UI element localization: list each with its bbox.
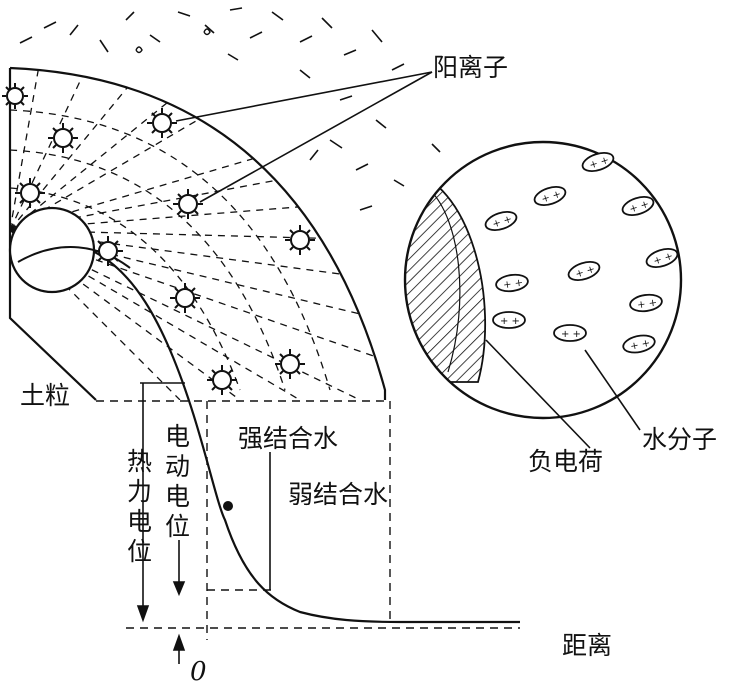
svg-text:+ +: + + (561, 329, 581, 340)
free-water-dashes (19, 7, 441, 211)
cation-label: 阳离子 (433, 53, 508, 82)
water-molecule-label: 水分子 (642, 425, 717, 454)
thermodynamic-potential-label: 热 力 电 位 (127, 447, 160, 566)
potential-point (223, 501, 233, 511)
cation-markers (2, 83, 315, 395)
water-molecules: + + + + + + + + + + + + + + + + + + + + … (484, 152, 679, 354)
soil-particle-label: 土粒 (20, 381, 70, 410)
distance-label: 距离 (562, 631, 612, 660)
magnified-view: + + + + + + + + + + + + + + + + + + + + … (403, 140, 683, 449)
svg-text:+ +: + + (500, 316, 520, 327)
soil-grain-circle (8, 206, 96, 294)
negative-charge-label: 负电荷 (528, 447, 603, 476)
origin-label: 0 (190, 657, 207, 684)
potential-arrows (136, 383, 186, 664)
svg-text:+ +: + + (637, 298, 658, 312)
negative-charge-surface (405, 168, 487, 383)
svg-text:+ +: + + (503, 278, 524, 292)
electrokinetic-potential-label: 电 动 电 位 (165, 422, 198, 541)
soil-particle-sector (8, 66, 387, 401)
potential-curve (19, 237, 520, 624)
weak-bound-water-label: 弱结合水 (288, 480, 388, 509)
cation-leader-lines (175, 71, 433, 203)
water-droplets (135, 28, 211, 54)
magnified-leader-lines (485, 339, 641, 449)
svg-text:+ +: + + (629, 338, 651, 353)
strong-bound-water-label: 强结合水 (238, 424, 338, 453)
axis-guides (96, 400, 520, 640)
